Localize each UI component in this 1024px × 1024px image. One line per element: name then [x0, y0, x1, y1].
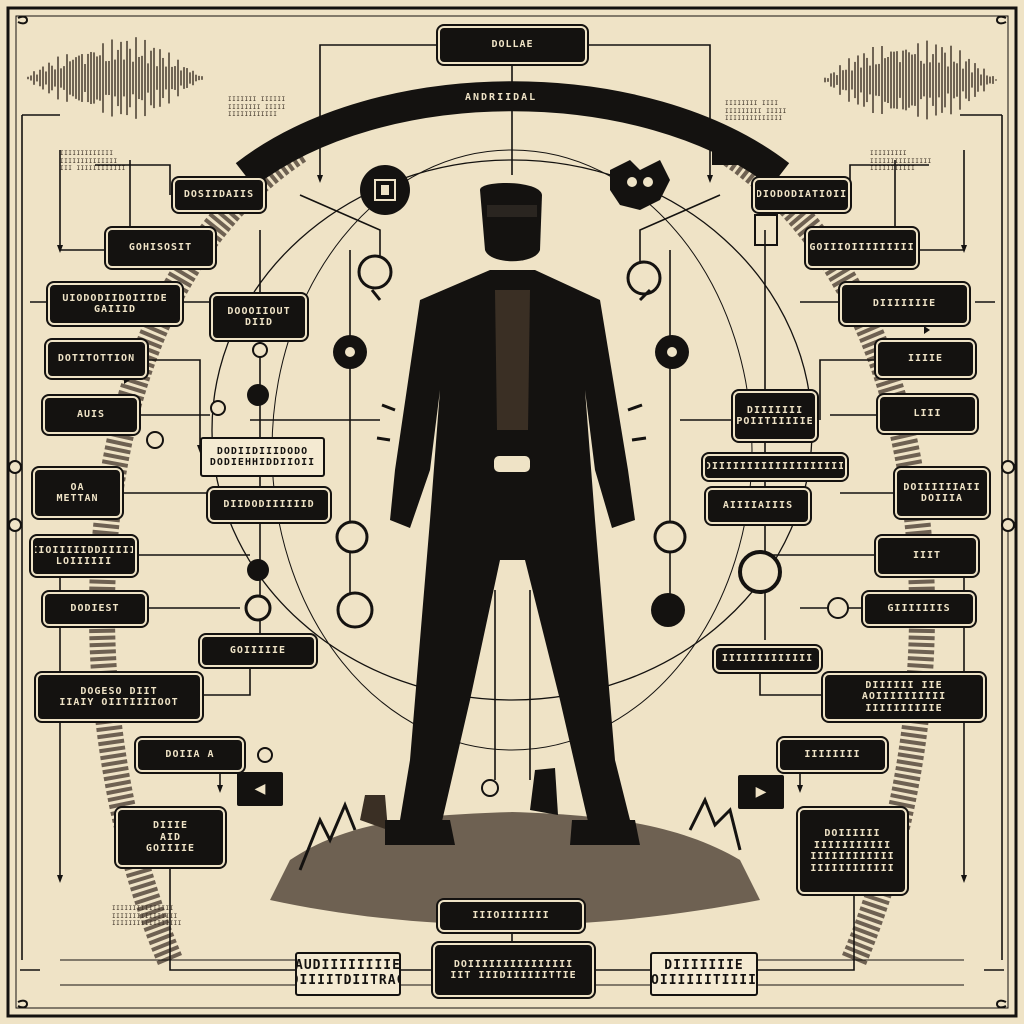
rewind-glyph: ◀ — [254, 781, 266, 797]
right-box-2: GOIIIOIIIIIIIII — [808, 230, 916, 266]
center-right-box-1: DIIIIIII POIITIIIIIE — [735, 393, 815, 439]
play-icon[interactable]: ◀ — [237, 772, 283, 806]
note-right: IIIIIIIII IIIIIIIIIIIIIII IIIIIIIIIII — [870, 150, 932, 172]
left-box-8: DODIEST — [45, 594, 145, 624]
arc-label: ANDRIIDAL — [465, 92, 538, 103]
left-box-7: UIIOIIIIIDDIIIIIE LOIIIIII — [33, 538, 135, 574]
play-glyph: ▶ — [755, 784, 767, 800]
bottom-right-box: DIIIIIIIE SOIIIIIITIIIIK — [650, 952, 758, 996]
right-box-4: IIIIE — [878, 342, 973, 376]
top-label-box: DOLLAE — [440, 28, 585, 62]
center-right-box-3: AIIIIAIIIS — [708, 490, 808, 522]
center-right-box-4: IIIIIIIIIIIII — [716, 648, 819, 670]
inner-frame — [15, 15, 1009, 1009]
right-box-3: DIIIIIIIE — [842, 285, 967, 323]
helmet-emblem-icon — [360, 165, 410, 215]
center-left-box-4: GOIIIIIE — [202, 637, 314, 665]
left-box-2: GOHISOSIT — [108, 230, 213, 266]
left-box-6: OA METTAN — [35, 470, 120, 516]
tag-icon — [754, 214, 778, 246]
center-right-box-2: DIIIIIIIIIIIIIIIIIII — [705, 456, 845, 478]
figure-silhouette — [270, 183, 760, 925]
note-left: IIIIIIIIIIIII IIIIIIIIIIIIII III IIIIIII… — [60, 150, 126, 172]
center-left-box-2: DODIIDIIIDODO DODIEHHIDDIIOII — [200, 437, 325, 477]
left-box-5: AUIS — [45, 398, 137, 432]
bottom-center-box: DOIIIIIIIIIIIIIII IIT IIIDIIIIIITTIE — [435, 945, 592, 995]
skull-emblem-icon — [610, 160, 670, 210]
center-left-box-3: DIIDODIIIIIID — [210, 490, 328, 520]
right-box-8: GIIIIIIIS — [865, 594, 973, 624]
sound-wave-icon — [27, 37, 203, 119]
right-box-1: DIODODIATIOII — [755, 180, 848, 210]
ornate-corner-icon — [7, 7, 1017, 1017]
right-box-5: LIII — [880, 397, 975, 431]
note-top-left: IIIIIII IIIIII IIIIIIII IIIII IIIIIIIIII… — [228, 96, 286, 118]
left-box-11: DIIIE AID GOIIIIE — [118, 810, 223, 865]
play-icon[interactable]: ▶ — [738, 775, 784, 809]
bottom-left-box: AUDIIIIIIIIE SOIIIITDIITRACK — [295, 952, 401, 996]
note-top-right: IIIIIIII IIII IIIIIIIII IIIII IIIIIIIIII… — [725, 100, 787, 122]
center-left-box-1: DOOOIIOUT DIID — [213, 296, 305, 338]
left-box-9: DOGESO DIIT IIAIY OIITIIIIOOT — [38, 675, 200, 719]
note-bottom-left: IIIIIIIIIIIIIII IIIIIIIIIIIIIIII IIIIIII… — [112, 905, 182, 927]
left-box-1: DOSIIDAIIS — [175, 180, 263, 210]
right-box-9: DIIIIII IIE AOIIIIIIIIII IIIIIIIIIIE — [825, 675, 983, 719]
right-box-7: IIIT — [878, 538, 976, 574]
gear-node-icon — [8, 254, 1015, 797]
left-box-3: UIODODIIDOIIIDE GAIIID — [50, 285, 180, 323]
arrow-heads — [57, 100, 967, 883]
sound-wave-icon — [824, 40, 997, 120]
left-box-10: DOIIA A — [138, 740, 242, 770]
right-box-10: IIIIIIII — [780, 740, 885, 770]
left-box-4: DOTITOTTION — [48, 342, 145, 376]
right-box-6: DOIIIIIIAII DOIIIA — [897, 470, 987, 516]
right-box-11: DOIIIIII IIIIIIIIIII IIIIIIIIIIII IIIIII… — [800, 810, 905, 892]
badge-icon — [712, 145, 738, 165]
outer-frame — [6, 6, 1018, 1018]
bottom-center-top-box: IIIOIIIIIII — [440, 902, 582, 930]
